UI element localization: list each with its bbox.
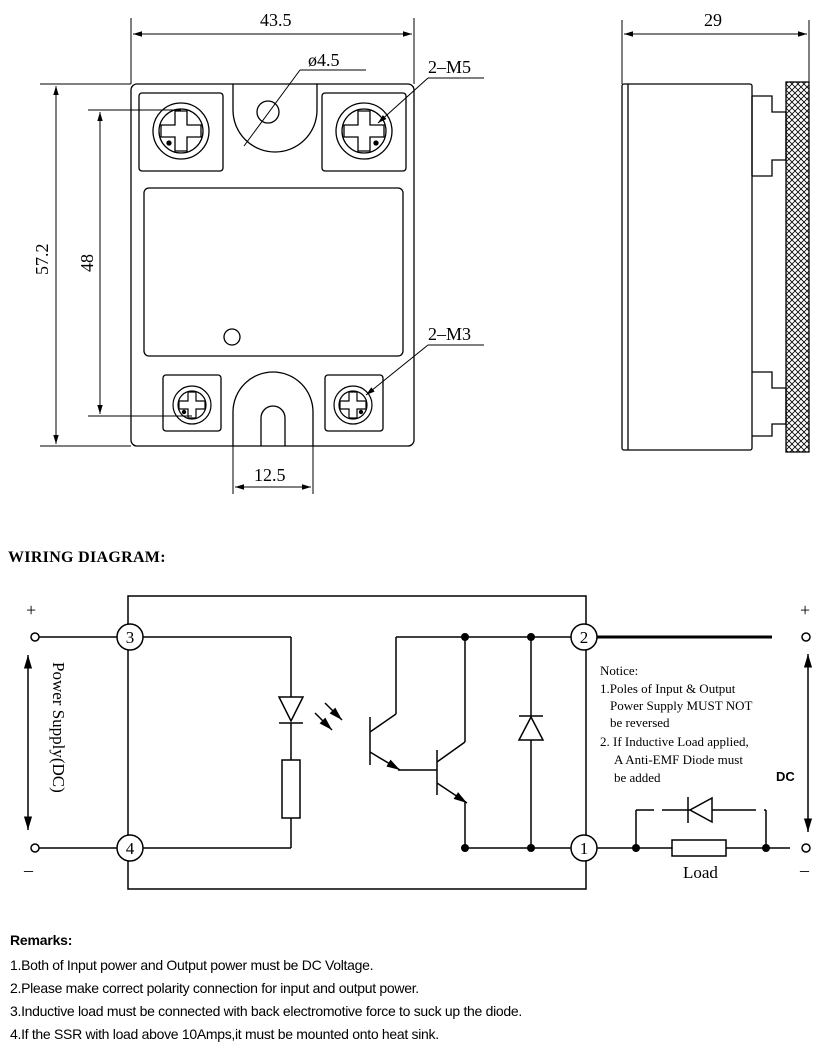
terminal-1-label: 1 <box>580 839 589 858</box>
screw-icon <box>152 102 210 160</box>
dimension-lines-side <box>621 20 810 84</box>
heat-plate <box>785 81 810 453</box>
screw-block-bottom-left <box>162 374 222 432</box>
list-item: 2.Please make correct polarity connectio… <box>10 980 419 996</box>
input-minus-label: – <box>23 860 34 880</box>
screw-icon <box>172 385 212 425</box>
screw-icon <box>335 102 393 160</box>
screw-icon <box>333 385 373 425</box>
terminal-2: 2 <box>570 623 598 651</box>
remarks-title: Remarks: <box>10 932 73 948</box>
output-minus-label: – <box>799 860 810 880</box>
mount-hole-top <box>256 100 280 124</box>
notice-line: Power Supply MUST NOT <box>610 698 752 713</box>
dim-slot-label: 12.5 <box>254 465 286 485</box>
terminal-3: 3 <box>116 623 144 651</box>
side-view <box>621 81 810 453</box>
notice-line: be added <box>614 770 661 785</box>
front-view <box>130 83 415 447</box>
dim-depth-label: 29 <box>704 10 722 30</box>
side-body <box>621 83 753 451</box>
remarks-section: Remarks: 1.Both of Input power and Outpu… <box>10 932 822 1046</box>
terminal-circles <box>30 632 811 853</box>
notice-block: Notice: 1.Poles of Input & Output Power … <box>600 663 752 785</box>
power-supply-label: Power Supply(DC) <box>49 662 68 793</box>
junction-dots <box>461 633 770 852</box>
terminal-3-label: 3 <box>126 628 135 647</box>
input-plus-label: + <box>26 600 36 620</box>
side-terminal-top <box>752 95 787 177</box>
led-indicator <box>223 328 241 346</box>
label-panel <box>143 187 404 357</box>
screw-block-top-left <box>138 92 224 172</box>
bottom-slot <box>232 371 314 446</box>
terminal-1: 1 <box>570 834 598 862</box>
screw-block-bottom-right <box>324 374 384 432</box>
anti-emf-diode <box>688 796 713 824</box>
dim-screw-m3-label: 2–M3 <box>428 324 471 344</box>
dim-width-label: 43.5 <box>260 10 292 30</box>
output-plus-label: + <box>800 600 810 620</box>
terminal-4-label: 4 <box>126 839 135 858</box>
top-notch <box>232 84 318 153</box>
dim-screw-m5-label: 2–M5 <box>428 57 471 77</box>
load-label: Load <box>683 863 718 882</box>
notice-line: A Anti-EMF Diode must <box>614 752 743 767</box>
list-item: 4.If the SSR with load above 10Amps,it m… <box>10 1026 439 1042</box>
dim-height-inner-label: 48 <box>77 254 97 272</box>
load-resistor <box>671 839 727 857</box>
notice-line: be reversed <box>610 715 670 730</box>
resistor <box>281 759 301 819</box>
dim-height-total-label: 57.2 <box>32 244 52 276</box>
notice-line: 1.Poles of Input & Output <box>600 681 736 696</box>
screw-block-top-right <box>321 92 407 172</box>
terminal-4: 4 <box>116 834 144 862</box>
terminal-2-label: 2 <box>580 628 589 647</box>
dimension-lines <box>40 18 484 494</box>
side-terminal-bottom <box>752 371 787 437</box>
list-item: 3.Inductive load must be connected with … <box>10 1003 522 1019</box>
relay-body <box>130 83 415 447</box>
list-item: 1.Both of Input power and Output power m… <box>10 957 374 973</box>
notice-title: Notice: <box>600 663 638 678</box>
notice-line: 2. If Inductive Load applied, <box>600 734 749 749</box>
remarks-list: 1.Both of Input power and Output power m… <box>10 954 822 1046</box>
dim-hole-label: ø4.5 <box>308 50 340 70</box>
wiring-diagram <box>23 595 813 890</box>
wiring-title: WIRING DIAGRAM: <box>8 549 166 566</box>
dc-label: DC <box>776 769 795 784</box>
ssr-outline <box>127 595 587 890</box>
led-symbol <box>277 696 305 723</box>
